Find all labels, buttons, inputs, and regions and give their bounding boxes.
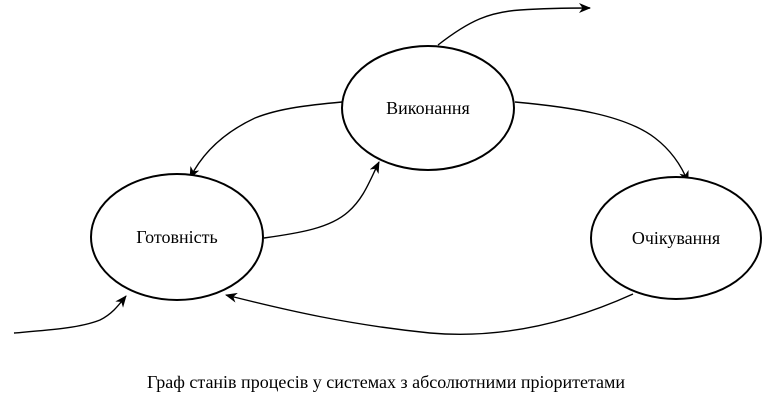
edge-running-to-waiting [514,101,689,183]
state-waiting: Очікування [590,176,762,300]
edge-running-to-ready [189,101,343,179]
state-running-label: Виконання [386,98,470,118]
state-running: Виконання [341,45,515,171]
state-waiting-label: Очікування [632,228,720,248]
edge-entry-to-ready [13,295,127,334]
edge-waiting-to-ready [225,292,634,336]
edge-ready-to-running [263,161,380,239]
diagram-caption: Граф станів процесів у системах з абсолю… [146,372,626,392]
state-ready: Готовність [90,173,264,301]
state-ready-label: Готовність [136,227,217,247]
edge-running-to-exit [437,3,591,46]
